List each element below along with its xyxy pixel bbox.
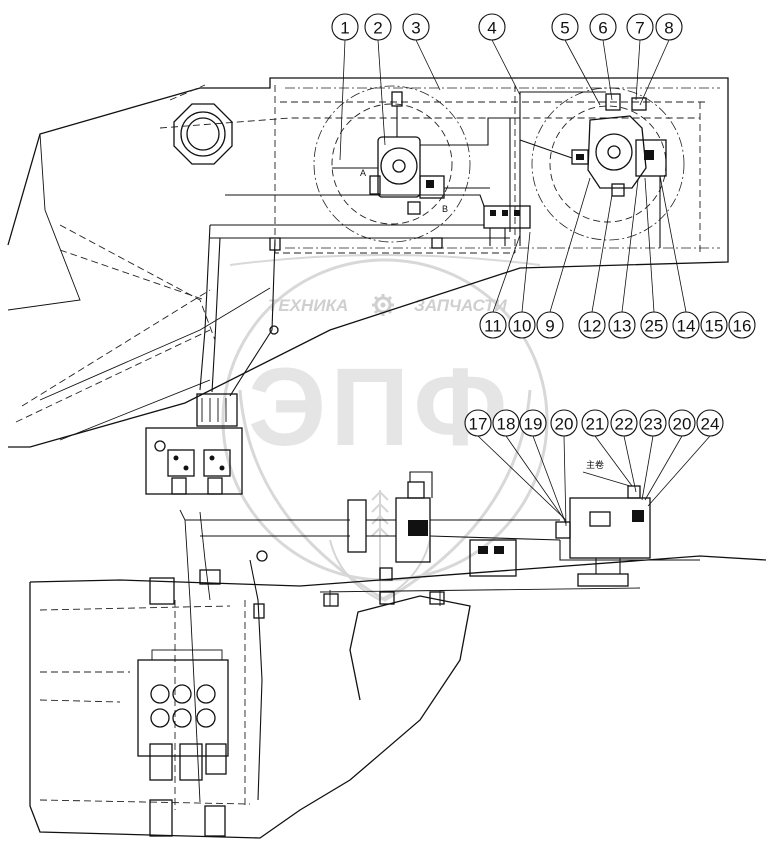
callout-21: 21: [581, 409, 609, 437]
callout-22: 22: [610, 409, 638, 437]
center-manifold: [210, 194, 531, 246]
callout-19: 19: [519, 409, 547, 437]
svg-text:24: 24: [701, 415, 720, 434]
callout-2: 2: [364, 13, 392, 41]
svg-text:15: 15: [705, 317, 724, 336]
svg-text:12: 12: [583, 317, 602, 336]
svg-text:11: 11: [484, 317, 502, 336]
svg-text:20: 20: [555, 415, 574, 434]
callout-8: 8: [655, 13, 683, 41]
svg-text:3: 3: [411, 19, 420, 38]
callout-23: 23: [639, 409, 667, 437]
callout-7: 7: [626, 13, 654, 41]
callouts-lower-row: 17 18 19 20 21 22 23 20 24: [464, 409, 724, 437]
svg-text:8: 8: [664, 19, 673, 38]
main-winch-label: 主卷: [586, 459, 604, 470]
port-a-label: A: [360, 168, 366, 178]
callout-14: 14: [672, 311, 700, 339]
callout-5: 5: [551, 13, 579, 41]
wheat-emblem-icon: [329, 490, 431, 601]
callout-16: 16: [728, 311, 756, 339]
main-winch-valve: 主卷: [555, 459, 700, 587]
watermark-text-left: ТЕХНИКА: [268, 296, 348, 315]
svg-text:7: 7: [635, 19, 644, 38]
main-control-valve: [137, 649, 229, 781]
boom-pivot-pin: [173, 103, 233, 165]
callout-13: 13: [608, 311, 636, 339]
callout-18: 18: [492, 409, 520, 437]
svg-text:25: 25: [645, 317, 664, 336]
svg-text:2: 2: [373, 19, 382, 38]
watermark: ЭПФ ТЕХНИКА ЗАПЧАСТИ: [221, 254, 549, 602]
svg-text:18: 18: [497, 415, 516, 434]
callout-3: 3: [402, 13, 430, 41]
svg-text:14: 14: [677, 317, 696, 336]
svg-text:1: 1: [340, 19, 349, 38]
watermark-text-right: ЗАПЧАСТИ: [414, 296, 507, 315]
winch-drum-left: [313, 85, 520, 243]
callout-11: 11: [479, 311, 507, 339]
svg-text:17: 17: [469, 415, 488, 434]
svg-text:23: 23: [644, 415, 663, 434]
callout-20-second: 20: [668, 409, 696, 437]
watermark-logo-letters: ЭПФ: [248, 346, 511, 469]
callout-25: 25: [640, 311, 668, 339]
callouts-middle-row: 11 10 9 12 13 25 14 15 16: [479, 311, 756, 339]
callout-6: 6: [589, 13, 617, 41]
svg-text:6: 6: [598, 19, 607, 38]
svg-text:4: 4: [487, 19, 496, 38]
svg-text:9: 9: [545, 317, 554, 336]
callout-12: 12: [578, 311, 606, 339]
callout-15: 15: [700, 311, 728, 339]
chassis-structure: [29, 509, 766, 839]
callout-1: 1: [331, 13, 359, 41]
svg-text:16: 16: [733, 317, 752, 336]
svg-text:22: 22: [615, 415, 634, 434]
svg-text:13: 13: [613, 317, 632, 336]
winch-valve-assembly: [319, 471, 641, 607]
control-valve-block-left: [145, 393, 243, 495]
callout-24: 24: [696, 409, 724, 437]
winch-drum-right: [509, 87, 685, 248]
callout-4: 4: [478, 13, 506, 41]
svg-text:20: 20: [673, 415, 692, 434]
svg-text:10: 10: [513, 317, 532, 336]
callout-10: 10: [508, 311, 536, 339]
port-b-label: B: [442, 204, 448, 214]
hose-run-left: [199, 224, 443, 397]
callouts-top-row: 1 2 3 4 5 6 7 8: [331, 13, 683, 41]
callout-9: 9: [536, 311, 564, 339]
callout-20: 20: [550, 409, 578, 437]
svg-text:21: 21: [586, 415, 605, 434]
svg-text:5: 5: [560, 19, 569, 38]
callout-17: 17: [464, 409, 492, 437]
leader-lines: [339, 39, 711, 527]
svg-text:19: 19: [524, 415, 543, 434]
